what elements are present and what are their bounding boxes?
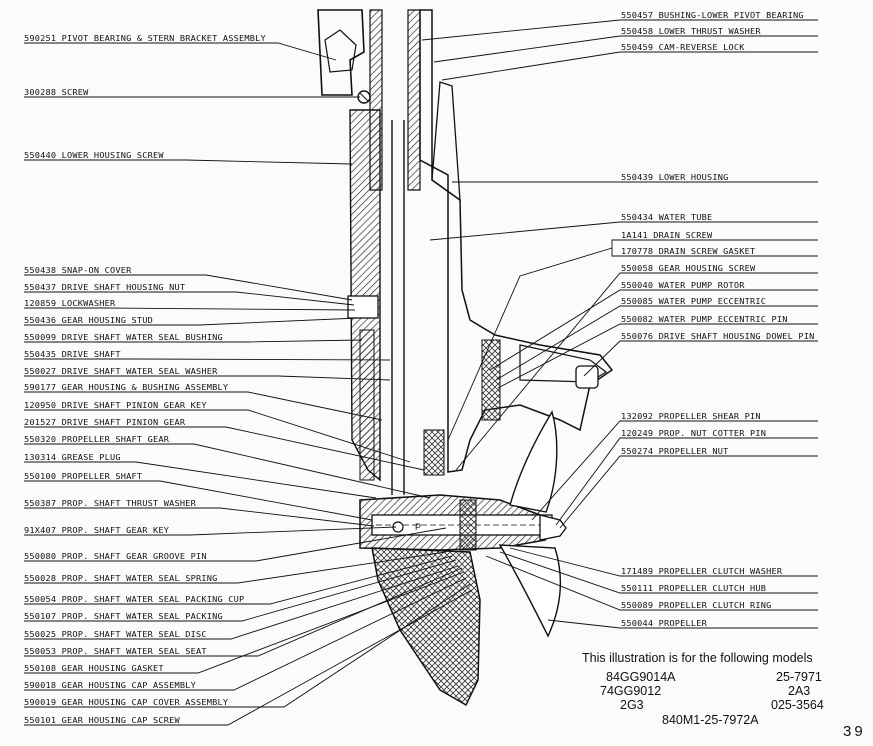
callout-550438: 550438 SNAP-ON COVER xyxy=(24,266,132,276)
left-leader-lines xyxy=(24,42,473,726)
callout-550436: 550436 GEAR HOUSING STUD xyxy=(24,316,153,326)
drive-shaft xyxy=(347,120,445,495)
callout-550459: 550459 CAM-REVERSE LOCK xyxy=(621,43,745,53)
callout-550458: 550458 LOWER THRUST WASHER xyxy=(621,27,761,37)
callout-550435: 550435 DRIVE SHAFT xyxy=(24,350,121,360)
callout-550439: 550439 LOWER HOUSING xyxy=(621,173,729,183)
callout-550044: 550044 PROPELLER xyxy=(621,619,707,629)
callout-550099: 550099 DRIVE SHAFT WATER SEAL BUSHING xyxy=(24,333,223,343)
callout-550434: 550434 WATER TUBE xyxy=(621,213,713,223)
callout-550028: 550028 PROP. SHAFT WATER SEAL SPRING xyxy=(24,574,218,584)
callout-550107: 550107 PROP. SHAFT WATER SEAL PACKING xyxy=(24,612,223,622)
callout-590177: 590177 GEAR HOUSING & BUSHING ASSEMBLY xyxy=(24,383,229,393)
callout-120859: 120859 LOCKWASHER xyxy=(24,299,116,309)
stern-bracket xyxy=(317,9,371,104)
callout-590251: 590251 PIVOT BEARING & STERN BRACKET ASS… xyxy=(24,34,266,44)
callout-550054: 550054 PROP. SHAFT WATER SEAL PACKING CU… xyxy=(24,595,245,605)
callout-550089: 550089 PROPELLER CLUTCH RING xyxy=(621,601,772,611)
page-number: 39 xyxy=(843,723,866,740)
callout-550040: 550040 WATER PUMP ROTOR xyxy=(621,281,745,291)
model-2g3: 2G3 xyxy=(620,698,644,712)
callout-300288: 300288 SCREW xyxy=(24,88,89,98)
model-74gg9012: 74GG9012 xyxy=(600,684,662,698)
callout-550027: 550027 DRIVE SHAFT WATER SEAL WASHER xyxy=(24,367,218,377)
callout-550085: 550085 WATER PUMP ECCENTRIC xyxy=(621,297,767,307)
callout-550108: 550108 GEAR HOUSING GASKET xyxy=(24,664,164,674)
callout-550457: 550457 BUSHING-LOWER PIVOT BEARING xyxy=(621,11,804,21)
model-2a3: 2A3 xyxy=(788,684,811,698)
gear-case xyxy=(359,494,567,551)
skeg xyxy=(371,547,481,707)
model-25-7971: 25-7971 xyxy=(776,670,822,684)
callout-550053: 550053 PROP. SHAFT WATER SEAL SEAT xyxy=(24,647,207,657)
callout-130314: 130314 GREASE PLUG xyxy=(24,453,121,463)
callout-170778: 170778 DRAIN SCREW GASKET xyxy=(621,247,756,257)
model-025-3564: 025-3564 xyxy=(771,698,824,712)
callout-120249: 120249 PROP. NUT COTTER PIN xyxy=(621,429,767,439)
callout-590019: 590019 GEAR HOUSING CAP COVER ASSEMBLY xyxy=(24,698,229,708)
callout-550025: 550025 PROP. SHAFT WATER SEAL DISC xyxy=(24,630,207,640)
callout-590018: 590018 GEAR HOUSING CAP ASSEMBLY xyxy=(24,681,196,691)
right-leader-lines xyxy=(421,19,818,629)
callout-91x407: 91X407 PROP. SHAFT GEAR KEY xyxy=(24,526,170,536)
callout-550101: 550101 GEAR HOUSING CAP SCREW xyxy=(24,716,180,726)
callout-550274: 550274 PROPELLER NUT xyxy=(621,447,729,457)
callout-550082: 550082 WATER PUMP ECCENTRIC PIN xyxy=(621,315,788,325)
callout-201527: 201527 DRIVE SHAFT PINION GEAR xyxy=(24,418,186,428)
callout-550058: 550058 GEAR HOUSING SCREW xyxy=(621,264,756,274)
callout-120950: 120950 DRIVE SHAFT PINION GEAR KEY xyxy=(24,401,207,411)
callout-550387: 550387 PROP. SHAFT THRUST WASHER xyxy=(24,499,196,509)
callout-550100: 550100 PROPELLER SHAFT xyxy=(24,472,143,482)
callout-550076: 550076 DRIVE SHAFT HOUSING DOWEL PIN xyxy=(621,332,815,342)
callout-550320: 550320 PROPELLER SHAFT GEAR xyxy=(24,435,170,445)
lower-housing-body xyxy=(349,9,614,482)
callout-550111: 550111 PROPELLER CLUTCH HUB xyxy=(621,584,767,594)
model-84gg9014a: 84GG9014A xyxy=(606,670,676,684)
models-note-heading: This illustration is for the following m… xyxy=(582,651,813,665)
callout-171489: 171489 PROPELLER CLUTCH WASHER xyxy=(621,567,783,577)
callout-132092: 132092 PROPELLER SHEAR PIN xyxy=(621,412,761,422)
callout-550080: 550080 PROP. SHAFT GEAR GROOVE PIN xyxy=(24,552,207,562)
model-840m1-25-7972a: 840M1-25-7972A xyxy=(662,713,759,727)
p-mark: P xyxy=(415,522,421,532)
callout-1a141: 1A141 DRAIN SCREW xyxy=(621,231,713,241)
callout-550440: 550440 LOWER HOUSING SCREW xyxy=(24,151,164,161)
callout-550437: 550437 DRIVE SHAFT HOUSING NUT xyxy=(24,283,186,293)
